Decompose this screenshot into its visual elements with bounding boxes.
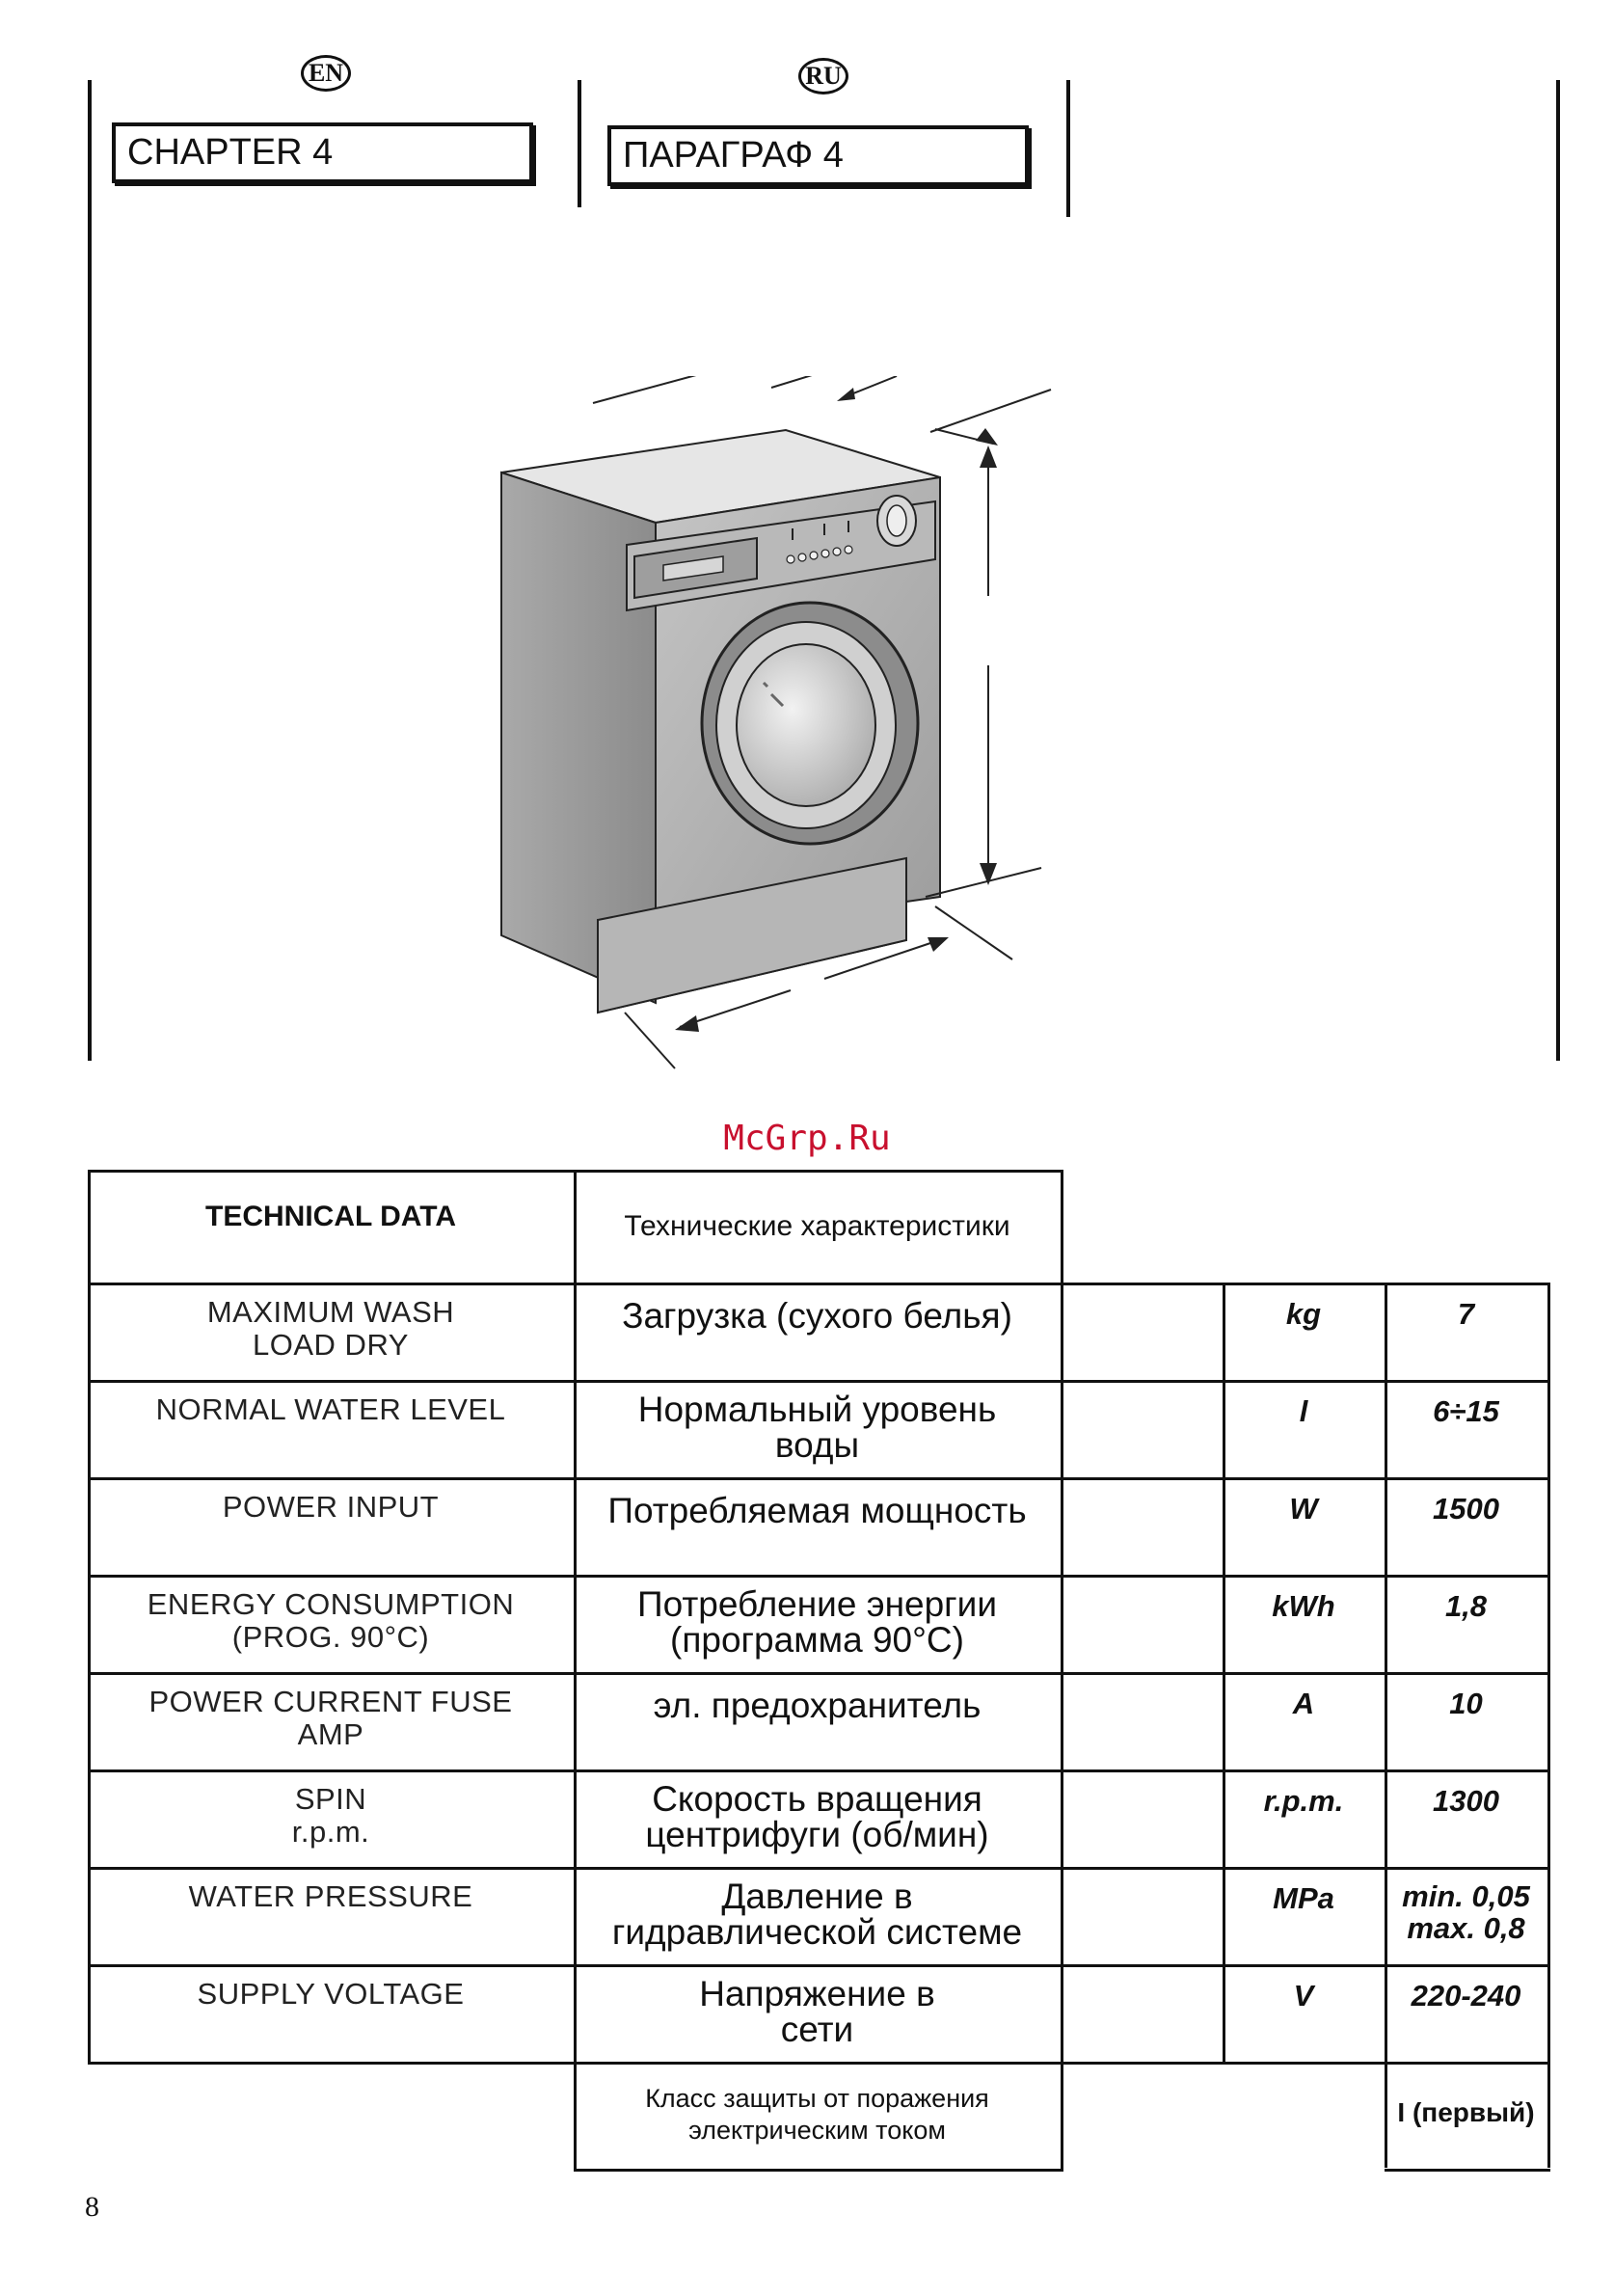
table-rule: [1385, 1283, 1387, 2168]
row-value: 1500: [1433, 1492, 1499, 1526]
row-label-ru: Загрузка (сухого белья): [622, 1296, 1012, 1336]
chapter-title-ru: ПАРАГРАФ 4: [607, 125, 1029, 186]
row-value: 10: [1449, 1687, 1483, 1720]
washing-machine-diagram: [500, 376, 1052, 1069]
row-unit: A: [1292, 1687, 1315, 1720]
table-rule: [88, 1575, 1550, 1578]
row-label-en: POWER INPUT: [222, 1490, 440, 1524]
table-rule: [1547, 1283, 1550, 2168]
row-unit: r.p.m.: [1263, 1784, 1344, 1818]
row-label-ru: Потребляемая мощность: [607, 1491, 1027, 1530]
table-rule: [88, 2062, 1550, 2065]
table-rule: [88, 1769, 1550, 1772]
row-label-en: MAXIMUM WASH LOAD DRY: [206, 1295, 455, 1362]
table-rule: [88, 1170, 91, 2064]
row-label-ru: Потребление энергии (программа 90°C): [637, 1584, 997, 1660]
watermark: McGrp.Ru: [723, 1119, 891, 1158]
table-rule: [88, 1964, 1550, 1967]
row-value: 7: [1457, 1297, 1475, 1331]
center-rule: [578, 80, 581, 207]
lang-en-badge: EN: [301, 55, 351, 92]
table-rule: [574, 1170, 577, 2169]
row-value: 1,8: [1444, 1589, 1488, 1623]
row-label-en: NORMAL WATER LEVEL: [155, 1392, 506, 1426]
row-unit: kWh: [1272, 1589, 1335, 1623]
chapter-title-en: CHAPTER 4: [112, 122, 533, 183]
row-label-en: WATER PRESSURE: [188, 1879, 473, 1913]
table-rule: [88, 1380, 1550, 1383]
table-rule: [88, 1283, 1550, 1285]
row-label-ru: эл. предохранитель: [653, 1686, 982, 1725]
table-rule: [574, 2169, 1063, 2172]
row-label-ru: Давление в гидравлической системе: [611, 1877, 1023, 1952]
row-label-ru: Скорость вращения центрифуги (об/мин): [645, 1779, 989, 1854]
table-rule: [88, 1867, 1550, 1870]
lang-ru-badge: RU: [798, 58, 848, 95]
row-unit: kg: [1285, 1297, 1322, 1331]
table-rule: [88, 1672, 1550, 1675]
row-unit: MPa: [1273, 1881, 1334, 1915]
table-rule: [88, 1477, 1550, 1480]
row-label-ru: Напряжение в сети: [699, 1974, 935, 2049]
row-unit: V: [1293, 1979, 1314, 2012]
left-rule: [88, 80, 92, 1061]
row-label-en: POWER CURRENT FUSE AMP: [148, 1685, 513, 1751]
row-label-en: ENERGY CONSUMPTION (PROG. 90°C): [147, 1587, 515, 1654]
page-number: 8: [85, 2191, 99, 2223]
table-header-en: TECHNICAL DATA: [205, 1201, 456, 1232]
right-rule: [1556, 80, 1560, 1061]
protection-class-value: I (первый): [1397, 2097, 1535, 2127]
row-label-en: SUPPLY VOLTAGE: [197, 1977, 465, 2011]
table-rule: [1061, 1170, 1063, 2169]
row-unit: W: [1289, 1492, 1318, 1526]
row-value: 6÷15: [1433, 1394, 1499, 1428]
row-unit: l: [1299, 1394, 1308, 1428]
row-value: min. 0,05 max. 0,8: [1402, 1879, 1530, 1945]
row-value: 1300: [1433, 1784, 1499, 1818]
right-center-rule: [1066, 80, 1070, 217]
row-value: 220-240: [1411, 1979, 1521, 2012]
row-label-en: SPIN r.p.m.: [291, 1782, 370, 1849]
protection-class-label: Класс защиты от поражения электрическим …: [645, 2084, 989, 2145]
row-label-ru: Нормальный уровень воды: [637, 1390, 997, 1465]
table-header-ru: Технические характеристики: [624, 1210, 1010, 1242]
table-rule: [1385, 2169, 1550, 2172]
